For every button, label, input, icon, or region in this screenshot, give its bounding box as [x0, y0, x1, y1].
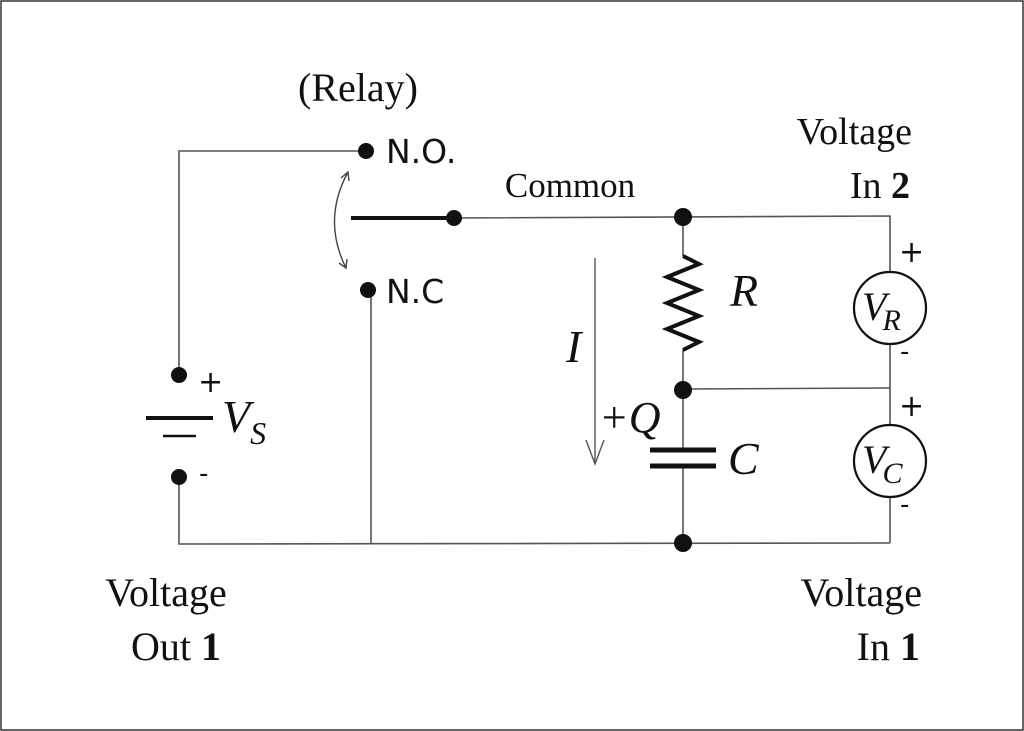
battery-plus-terminal	[171, 367, 187, 383]
battery-source	[146, 367, 213, 485]
battery-plus-sign: +	[198, 365, 223, 400]
voltage-in-1-line1: Voltage	[801, 570, 922, 615]
meter-r-plus-sign: +	[899, 235, 924, 270]
relay-arrowhead-top-icon	[340, 170, 350, 182]
voltage-out-1-line2: Out 1	[131, 624, 221, 669]
meter-c-label: VC	[862, 437, 903, 490]
circuit-wires	[178, 150, 891, 545]
wire-ground	[178, 477, 891, 545]
voltage-in-1-label: Voltage In 1	[801, 570, 922, 669]
resistor-label: R	[729, 265, 758, 316]
current-arrow-icon	[585, 258, 605, 466]
junction-bottom	[674, 534, 692, 552]
relay-toggle-arc	[333, 171, 349, 269]
relay-switch	[333, 143, 462, 298]
junction-middle	[674, 381, 692, 399]
wire-junction-to-meters	[682, 387, 891, 390]
meter-r-minus-sign: -	[900, 337, 909, 367]
meter-c-plus-sign: +	[899, 389, 924, 424]
voltmeter-c	[852, 423, 928, 499]
current-label: I	[565, 321, 584, 372]
relay-title: (Relay)	[298, 65, 418, 110]
relay-no-label: N.O.	[386, 132, 456, 171]
relay-arrowhead-bottom-icon	[338, 258, 348, 270]
battery-minus-terminal	[171, 469, 187, 485]
source-label: VS	[222, 391, 266, 451]
battery-minus-sign: -	[199, 459, 208, 489]
relay-nc-terminal	[360, 282, 376, 298]
relay-no-terminal	[358, 143, 374, 159]
capacitor-label: C	[728, 433, 760, 484]
voltage-out-1-label: Voltage Out 1	[105, 570, 226, 669]
meter-c-minus-sign: -	[900, 490, 909, 520]
voltage-in-2-line2: In 2	[850, 165, 910, 207]
common-label: Common	[505, 166, 635, 205]
charge-label: +Q	[599, 393, 660, 442]
voltage-out-1-line1: Voltage	[105, 570, 226, 615]
voltage-in-2-label: Voltage In 2	[797, 111, 912, 207]
voltage-in-1-line2: In 1	[857, 624, 920, 669]
wire-no-to-battery	[178, 150, 366, 375]
voltage-in-2-line1: Voltage	[797, 111, 912, 153]
wire-common	[453, 215, 891, 272]
relay-common-terminal	[446, 210, 462, 226]
meter-r-label: VR	[862, 284, 901, 337]
resistor	[661, 254, 705, 352]
voltmeter-r	[852, 270, 928, 346]
capacitor	[650, 447, 716, 469]
relay-nc-label: N.C	[386, 272, 444, 311]
junction-top	[674, 208, 692, 226]
